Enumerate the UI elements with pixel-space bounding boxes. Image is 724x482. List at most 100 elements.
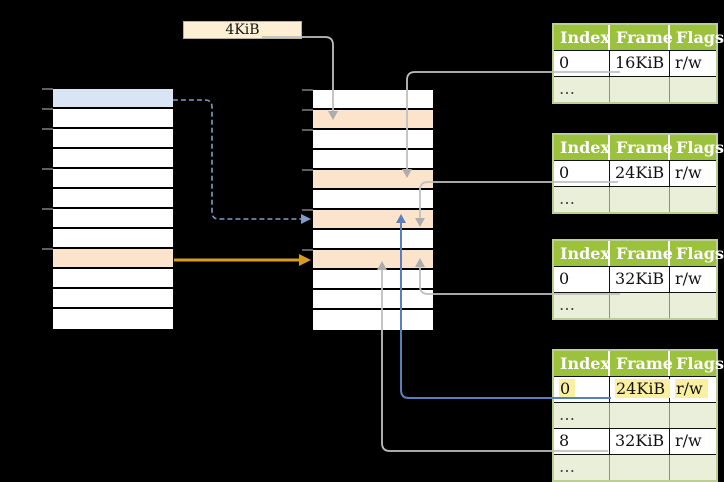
cell-flags (670, 455, 716, 480)
highlight: r/w (675, 379, 708, 398)
memory-row (53, 269, 173, 289)
table-header-row: Index Frame Flags (554, 241, 724, 266)
page-table-3: Index Frame Flags 0 32KiB r/w … (552, 239, 724, 320)
table-header-row: Index Frame Flags (554, 135, 724, 160)
tick-mark (302, 129, 313, 131)
table-row: … (554, 292, 716, 318)
table-row: 8 32KiB r/w (554, 428, 716, 454)
table-row-highlighted: 0 24KiB r/w (554, 376, 716, 402)
col-header-flags: Flags (676, 138, 724, 157)
cell-flags (670, 77, 716, 102)
col-header-index: Index (554, 135, 610, 160)
tick-mark (42, 88, 53, 90)
tick-mark (42, 168, 53, 170)
arrowhead-right-icon (301, 214, 311, 224)
memory-row (313, 110, 433, 130)
cell-index: … (554, 77, 610, 102)
col-header-flags: Flags (676, 244, 724, 263)
table-row: … (554, 402, 716, 428)
col-header-flags: Flags (676, 28, 724, 47)
memory-row (313, 210, 433, 230)
cell-flags: r/w (675, 53, 702, 72)
cell-frame: 16KiB (610, 51, 670, 76)
col-header-frame: Frame (610, 351, 673, 376)
page-table-1: Index Frame Flags 0 16KiB r/w … (552, 23, 724, 104)
table-row: … (554, 76, 716, 102)
tick-mark (302, 169, 313, 171)
table-row: 0 16KiB r/w (554, 50, 716, 76)
memory-row (313, 90, 433, 110)
tick-mark (42, 208, 53, 210)
cell-flags: r/w (675, 163, 702, 182)
table-row: 0 32KiB r/w (554, 266, 716, 292)
memory-row (53, 109, 173, 129)
cell-index: … (554, 455, 610, 480)
memory-row (53, 229, 173, 249)
cell-frame (610, 455, 670, 480)
cell-flags (670, 187, 716, 212)
memory-row (53, 249, 173, 269)
memory-row (53, 309, 173, 329)
memory-row (313, 130, 433, 150)
table-header-row: Index Frame Flags (554, 25, 724, 50)
cell-flags: r/w (675, 431, 702, 450)
frame-size-label: 4KiB (183, 21, 302, 39)
memory-row (313, 230, 433, 250)
cell-frame (610, 187, 670, 212)
cell-flags: r/w (670, 377, 716, 402)
cell-frame (610, 403, 670, 428)
memory-row (53, 89, 173, 109)
col-header-frame: Frame (610, 241, 673, 266)
memory-row (53, 129, 173, 149)
memory-row (313, 250, 433, 270)
col-header-flags: Flags (676, 354, 724, 373)
cell-index: 8 (554, 429, 610, 454)
cell-frame (610, 293, 670, 318)
arrow-virtual-page-to-frame-dashed (173, 99, 301, 220)
col-header-frame: Frame (610, 135, 673, 160)
tick-mark (302, 249, 313, 251)
highlight: 0 (559, 379, 576, 398)
tick-mark (42, 128, 53, 130)
memory-row (53, 169, 173, 189)
page-table-2: Index Frame Flags 0 24KiB r/w … (552, 133, 724, 214)
tick-mark (302, 209, 313, 211)
col-header-index: Index (554, 351, 610, 376)
cell-flags: r/w (675, 269, 702, 288)
cell-frame: 32KiB (610, 267, 670, 292)
cell-frame: 32KiB (610, 429, 670, 454)
col-header-frame: Frame (610, 25, 673, 50)
table-row: … (554, 186, 716, 212)
tick-mark (302, 89, 313, 91)
tick-mark (302, 109, 313, 111)
memory-row (53, 209, 173, 229)
memory-row (53, 289, 173, 309)
cell-index: 0 (554, 267, 610, 292)
cell-index: 0 (554, 377, 610, 402)
cell-flags (670, 403, 716, 428)
table-header-row: Index Frame Flags (554, 351, 724, 376)
cell-index: … (554, 187, 610, 212)
memory-row (53, 189, 173, 209)
memory-row (313, 270, 433, 290)
highlight: 24KiB (615, 379, 671, 398)
memory-row (313, 150, 433, 170)
col-header-index: Index (554, 241, 610, 266)
cell-index: 0 (554, 51, 610, 76)
cell-index: … (554, 403, 610, 428)
memory-row (313, 310, 433, 330)
cell-index: 0 (554, 161, 610, 186)
cell-frame: 24KiB (610, 161, 670, 186)
cell-flags (670, 293, 716, 318)
cell-index: … (554, 293, 610, 318)
arrowhead-right-icon (299, 254, 311, 266)
tick-mark (42, 108, 53, 110)
page-table-4: Index Frame Flags 0 24KiB r/w … 8 32KiB … (552, 349, 724, 482)
table-row: 0 24KiB r/w (554, 160, 716, 186)
memory-row (53, 149, 173, 169)
table-row: … (554, 454, 716, 480)
memory-column-middle (313, 90, 433, 330)
memory-row (313, 290, 433, 310)
memory-column-left (53, 89, 173, 329)
